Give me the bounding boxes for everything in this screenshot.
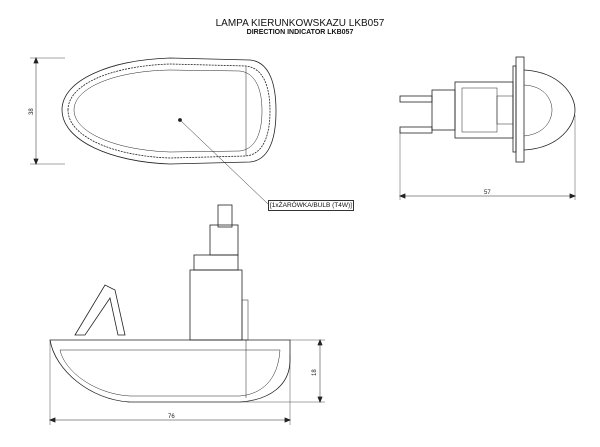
side-view: 57	[398, 56, 577, 200]
bottom-view: 76 18	[48, 204, 325, 425]
dim-length-bottom: 76	[168, 414, 175, 420]
dim-height-front: 38	[29, 108, 35, 115]
dim-length-side: 57	[484, 190, 491, 196]
drawing-title: LAMPA KIERUNKOWSKAZU LKB057	[215, 18, 385, 29]
dim-height-bottom: 18	[312, 369, 318, 376]
drawing-subtitle: DIRECTION INDICATOR LKB057	[246, 29, 354, 36]
bulb-callout: [1xŻARÓWKA/BULB (T4W)]	[268, 200, 354, 211]
front-view: 38	[29, 56, 277, 205]
